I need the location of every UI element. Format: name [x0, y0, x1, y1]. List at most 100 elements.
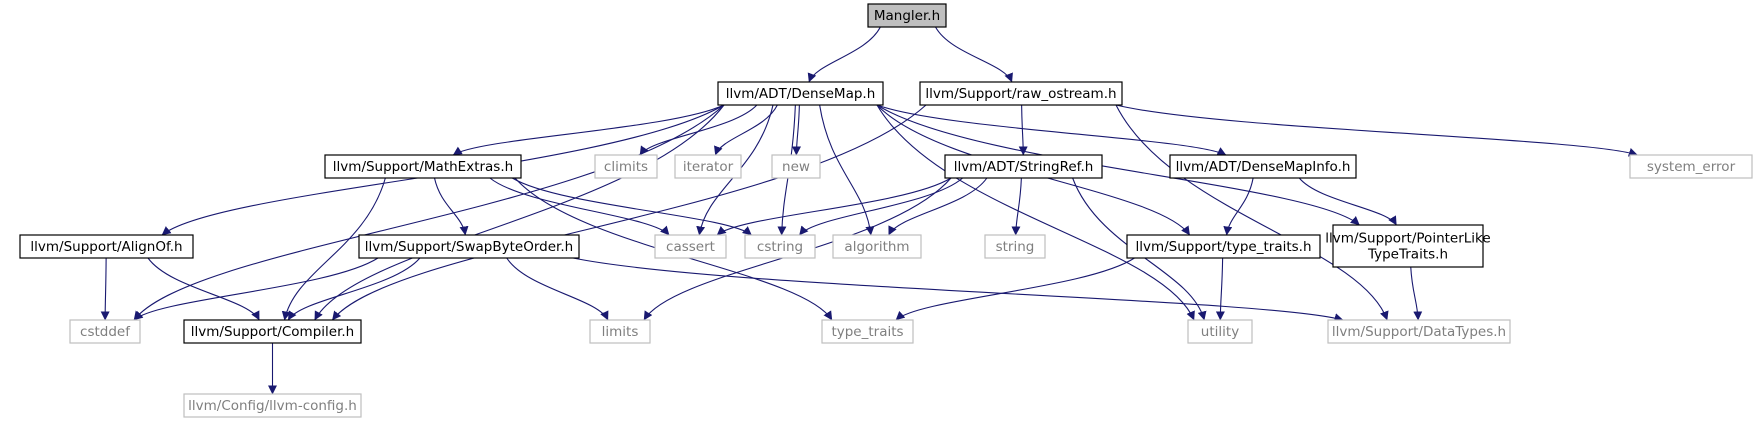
node-box-typetraits_h	[1126, 234, 1321, 259]
node-cstring: cstring	[744, 234, 816, 259]
node-box-pointerlike	[1332, 224, 1484, 268]
node-string: string	[984, 234, 1046, 259]
node-utility: utility	[1187, 319, 1253, 344]
node-box-cassert	[654, 234, 727, 259]
edge-rawostream-to-compiler	[331, 104, 927, 321]
node-label-densemap: llvm/ADT/DenseMap.h	[726, 86, 876, 102]
edge-stringref-to-string	[1011, 177, 1022, 236]
node-label-string: string	[996, 239, 1035, 255]
edge-swapbyteorder-to-limits	[506, 257, 609, 321]
edge-densemap-to-algorithm	[819, 104, 875, 236]
node-label-pointerlike: TypeTraits.h	[1367, 247, 1448, 263]
node-label-typetraits_h: llvm/Support/type_traits.h	[1135, 239, 1311, 255]
edge-densemap-to-iterator	[714, 104, 778, 156]
node-algorithm: algorithm	[832, 234, 922, 259]
node-label-rawostream: llvm/Support/raw_ostream.h	[925, 86, 1116, 102]
edge-stringref-to-algorithm	[888, 177, 988, 236]
node-box-type_traits	[821, 319, 914, 344]
edge-densemap-to-cstddef	[133, 104, 725, 321]
edge-typetraits_h-to-type_traits	[895, 257, 1135, 321]
node-box-cstddef	[69, 319, 141, 344]
edge-mathextras-to-swapbyteorder	[433, 177, 469, 236]
edge-swapbyteorder-to-cstddef	[133, 257, 379, 321]
node-rawostream[interactable]: llvm/Support/raw_ostream.h	[919, 81, 1123, 106]
node-box-rawostream	[919, 81, 1123, 106]
edge-densemap-to-pointerlike	[876, 104, 1360, 226]
edge-mathextras-to-cstring	[511, 177, 752, 236]
node-label-limits: limits	[602, 324, 639, 340]
node-cassert: cassert	[654, 234, 727, 259]
node-label-llvmconfig: llvm/Config/llvm-config.h	[188, 398, 357, 414]
edge-alignof-to-compiler	[147, 257, 260, 321]
edge-mathextras-to-cassert	[489, 177, 670, 236]
node-box-llvmconfig	[183, 393, 362, 418]
node-label-alignof: llvm/Support/AlignOf.h	[30, 239, 182, 255]
edge-densemapinfo-to-typetraits_h	[1223, 177, 1254, 236]
edge-mangler-to-densemap	[807, 26, 881, 83]
node-type_traits: type_traits	[821, 319, 914, 344]
node-label-stringref: llvm/ADT/StringRef.h	[954, 159, 1094, 175]
node-box-swapbyteorder	[358, 234, 580, 259]
node-box-climits	[594, 154, 658, 179]
node-alignof[interactable]: llvm/Support/AlignOf.h	[19, 234, 194, 259]
node-label-cstddef: cstddef	[80, 324, 131, 340]
node-label-mathextras: llvm/Support/MathExtras.h	[333, 159, 513, 175]
node-mangler[interactable]: Mangler.h	[867, 3, 947, 28]
node-label-new: new	[782, 159, 810, 175]
node-compiler[interactable]: llvm/Support/Compiler.h	[183, 319, 362, 344]
node-stringref[interactable]: llvm/ADT/StringRef.h	[944, 154, 1103, 179]
edge-typetraits_h-to-utility	[1215, 257, 1225, 321]
node-densemapinfo[interactable]: llvm/ADT/DenseMapInfo.h	[1169, 154, 1357, 179]
edge-densemapinfo-to-pointerlike	[1298, 177, 1397, 226]
edge-swapbyteorder-to-compiler	[287, 257, 421, 321]
edge-densemap-to-new	[792, 104, 802, 156]
node-new: new	[771, 154, 821, 179]
node-box-cstring	[744, 234, 816, 259]
node-mathextras[interactable]: llvm/Support/MathExtras.h	[324, 154, 522, 179]
node-box-limits	[589, 319, 651, 344]
edge-densemap-to-densemapinfo	[876, 104, 1227, 156]
node-box-iterator	[674, 154, 742, 179]
edge-alignof-to-cstddef	[100, 257, 110, 321]
node-label-algorithm: algorithm	[844, 239, 909, 255]
edge-stringref-to-cstring	[799, 177, 963, 236]
edge-pointerlike-to-datatypes	[1410, 266, 1423, 321]
node-label-swapbyteorder: llvm/Support/SwapByteOrder.h	[365, 239, 573, 255]
edge-densemap-to-compiler	[314, 104, 725, 321]
edge-mangler-to-rawostream	[935, 26, 1013, 83]
node-limits: limits	[589, 319, 651, 344]
node-typetraits_h[interactable]: llvm/Support/type_traits.h	[1126, 234, 1321, 259]
node-box-densemap	[717, 81, 884, 106]
node-swapbyteorder[interactable]: llvm/Support/SwapByteOrder.h	[358, 234, 580, 259]
node-label-mangler: Mangler.h	[874, 8, 940, 24]
edge-rawostream-to-datatypes	[1115, 104, 1389, 321]
node-box-densemapinfo	[1169, 154, 1357, 179]
node-box-datatypes	[1327, 319, 1511, 344]
node-box-utility	[1187, 319, 1253, 344]
node-label-compiler: llvm/Support/Compiler.h	[191, 324, 354, 340]
node-cstddef: cstddef	[69, 319, 141, 344]
node-iterator: iterator	[674, 154, 742, 179]
node-box-algorithm	[832, 234, 922, 259]
edge-densemap-to-utility	[876, 104, 1195, 321]
node-box-compiler	[183, 319, 362, 344]
node-box-mangler	[867, 3, 947, 28]
node-label-utility: utility	[1201, 324, 1239, 340]
node-label-cstring: cstring	[757, 239, 803, 255]
edge-mathextras-to-compiler	[281, 177, 386, 321]
node-label-type_traits: type_traits	[831, 324, 903, 340]
nodes-layer: Mangler.h llvm/ADT/DenseMap.h llvm/Support…	[19, 3, 1753, 418]
node-climits: climits	[594, 154, 658, 179]
node-system_error: system_error	[1629, 154, 1753, 179]
node-box-stringref	[944, 154, 1103, 179]
node-label-climits: climits	[604, 159, 648, 175]
edge-stringref-to-cassert	[716, 177, 952, 236]
node-label-iterator: iterator	[683, 159, 734, 175]
node-box-string	[984, 234, 1046, 259]
edge-densemap-to-climits	[639, 104, 758, 156]
node-llvmconfig: llvm/Config/llvm-config.h	[183, 393, 362, 418]
node-box-alignof	[19, 234, 194, 259]
node-densemap[interactable]: llvm/ADT/DenseMap.h	[717, 81, 884, 106]
